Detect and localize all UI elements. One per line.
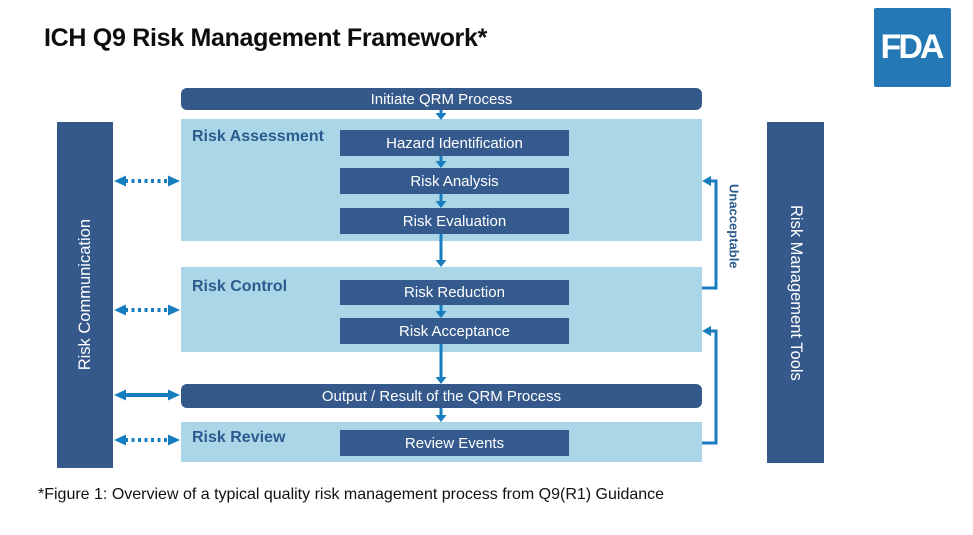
arrow-communication-output — [114, 389, 180, 401]
page-title: ICH Q9 Risk Management Framework* — [44, 24, 488, 52]
risk-analysis-label: Risk Analysis — [410, 172, 499, 190]
unacceptable-text: Unacceptable — [726, 183, 742, 269]
risk-communication-sidebar: Risk Communication — [57, 122, 113, 468]
arrow-review-feedback — [702, 326, 718, 445]
risk-acceptance-label: Risk Acceptance — [399, 322, 510, 340]
fda-logo: FDA — [874, 8, 951, 87]
arrow-unacceptable-feedback — [702, 176, 718, 290]
risk-acceptance-box: Risk Acceptance — [340, 318, 569, 344]
arrow-communication-review — [114, 434, 180, 446]
risk-management-tools-label: Risk Management Tools — [787, 204, 805, 381]
unacceptable-feedback-label: Unacceptable — [723, 170, 745, 282]
risk-control-label: Risk Control — [192, 278, 288, 295]
figure-caption: *Figure 1: Overview of a typical quality… — [38, 486, 665, 503]
risk-evaluation-label: Risk Evaluation — [402, 212, 507, 230]
review-events-box: Review Events — [340, 430, 569, 456]
output-result-label: Output / Result of the QRM Process — [321, 387, 562, 405]
risk-reduction-box: Risk Reduction — [340, 280, 569, 305]
output-result-bar: Output / Result of the QRM Process — [181, 384, 702, 408]
fda-logo-text: FDA — [880, 28, 945, 66]
risk-assessment-label: Risk Assessment — [192, 128, 324, 145]
risk-reduction-label: Risk Reduction — [404, 284, 505, 301]
risk-analysis-box: Risk Analysis — [340, 168, 569, 194]
hazard-identification-box: Hazard Identification — [340, 130, 569, 156]
arrow-communication-assessment — [114, 175, 180, 187]
initiate-qrm-bar: Initiate QRM Process — [181, 88, 702, 110]
risk-management-tools-sidebar: Risk Management Tools — [767, 122, 824, 463]
risk-review-label: Risk Review — [192, 429, 286, 446]
arrow-communication-control — [114, 304, 180, 316]
risk-evaluation-box: Risk Evaluation — [340, 208, 569, 234]
risk-communication-label: Risk Communication — [75, 219, 94, 371]
initiate-qrm-label: Initiate QRM Process — [370, 90, 513, 108]
arrow-output-to-review — [435, 408, 447, 422]
review-events-label: Review Events — [404, 434, 505, 452]
hazard-identification-label: Hazard Identification — [386, 134, 523, 152]
